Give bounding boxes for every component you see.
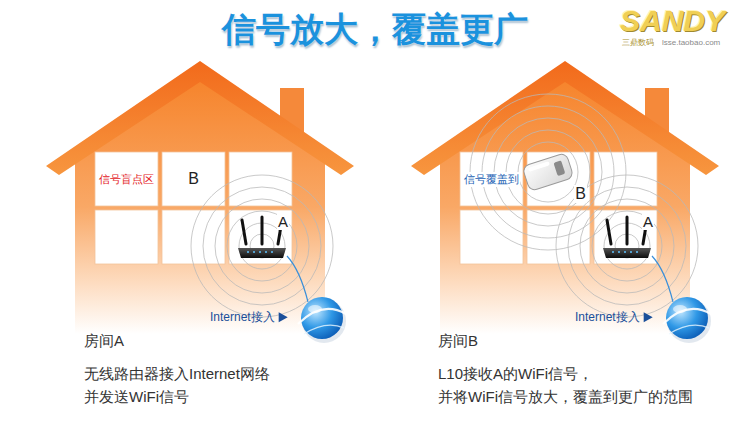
device-slot bbox=[553, 160, 565, 176]
caption-heading: 房间B bbox=[438, 332, 478, 350]
room bbox=[229, 210, 292, 264]
signal-wave bbox=[215, 199, 309, 293]
router-body bbox=[603, 248, 651, 258]
house-wall bbox=[440, 80, 690, 334]
globe-shine bbox=[308, 305, 322, 313]
router-led bbox=[612, 251, 614, 253]
router-led bbox=[636, 251, 638, 253]
room-box: B bbox=[527, 152, 590, 206]
internet-wire bbox=[652, 256, 673, 302]
signal-wave bbox=[227, 211, 297, 281]
house bbox=[411, 61, 719, 343]
room-label: 信号盲点区 bbox=[98, 172, 155, 187]
internet-wire bbox=[287, 256, 308, 302]
signal-wave bbox=[191, 175, 333, 317]
signal-wave bbox=[568, 187, 686, 305]
router-led bbox=[247, 251, 249, 253]
house bbox=[46, 61, 354, 343]
room-box: A bbox=[229, 210, 292, 264]
room bbox=[162, 152, 225, 206]
room-label: B bbox=[187, 170, 200, 188]
globe bbox=[301, 297, 343, 339]
router-led bbox=[259, 251, 261, 253]
room-label: B bbox=[574, 185, 587, 203]
globe-swoosh bbox=[669, 325, 709, 334]
signal-wave bbox=[580, 199, 674, 293]
arrow-triangle bbox=[279, 312, 288, 322]
logo-subtext: 三鼎数码 bbox=[622, 38, 654, 48]
room-box: B bbox=[162, 152, 225, 206]
globe-swoosh bbox=[663, 309, 711, 324]
signal-wave bbox=[203, 187, 321, 305]
arrow-triangle bbox=[644, 312, 653, 322]
logo-url: lsse.taobao.com bbox=[662, 38, 720, 48]
globe-swoosh bbox=[304, 325, 344, 334]
room bbox=[95, 152, 158, 206]
globe-swoosh bbox=[298, 309, 346, 324]
router-led bbox=[265, 251, 267, 253]
room bbox=[95, 210, 158, 264]
house-wall bbox=[75, 80, 325, 334]
room-label: 信号覆盖到 bbox=[463, 172, 520, 187]
globe-shine bbox=[673, 305, 687, 313]
router-antenna bbox=[242, 220, 246, 244]
caption-heading: 房间A bbox=[84, 332, 124, 350]
internet-label: Internet接入 bbox=[210, 310, 275, 324]
logo-text: SANDY bbox=[620, 3, 725, 39]
room bbox=[460, 152, 523, 206]
router-led bbox=[253, 251, 255, 253]
router-led bbox=[618, 251, 620, 253]
caption-text: 无线路由器接入Internet网络 并发送WiFi信号 bbox=[84, 362, 280, 408]
room-box: A bbox=[594, 210, 657, 264]
room-box: 信号盲点区 bbox=[95, 152, 158, 206]
router-body bbox=[238, 248, 286, 258]
signal-wave bbox=[592, 211, 662, 281]
room bbox=[594, 210, 657, 264]
router-antenna bbox=[607, 220, 611, 244]
router-led bbox=[624, 251, 626, 253]
router-led bbox=[271, 251, 273, 253]
signal-wave bbox=[518, 142, 578, 202]
room-box: 信号覆盖到 bbox=[460, 152, 523, 206]
device-body bbox=[522, 153, 574, 192]
globe-icon bbox=[663, 297, 711, 343]
repeater-device bbox=[522, 153, 574, 192]
room bbox=[460, 210, 523, 264]
router-antenna bbox=[261, 217, 264, 244]
room-label: A bbox=[277, 213, 289, 230]
globe-icon bbox=[298, 297, 346, 343]
device-shine bbox=[528, 161, 550, 172]
router-antenna bbox=[626, 217, 629, 244]
router-led bbox=[630, 251, 632, 253]
globe bbox=[666, 297, 708, 339]
signal-wave bbox=[556, 175, 698, 317]
caption-text: L10接收A的WiFi信号， 并将WiFi信号放大，覆盖到更广的范围 bbox=[438, 362, 703, 408]
internet-label: Internet接入 bbox=[575, 310, 640, 324]
room-label: A bbox=[642, 213, 654, 230]
